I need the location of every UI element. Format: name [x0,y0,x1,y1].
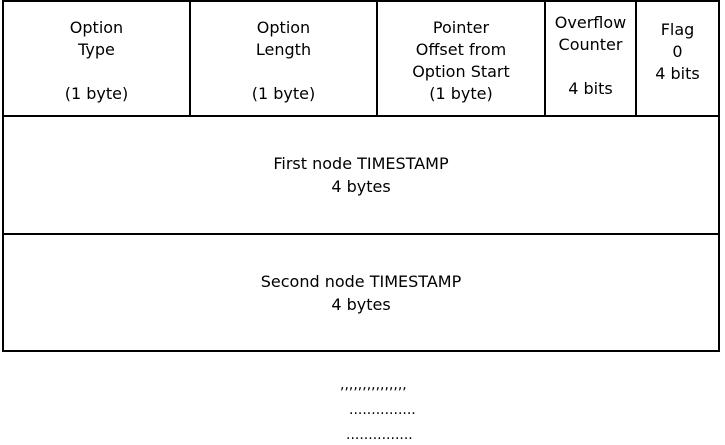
pointer-line2: Offset from [415,40,507,59]
option-length-line2: Length [255,40,312,59]
overflow-counter-cell: Overflow Counter 4 bits [546,2,637,115]
flag-cell: Flag 0 4 bits [637,2,718,115]
pointer-size: (1 byte) [429,84,493,103]
first-timestamp-row: First node TIMESTAMP 4 bytes [4,117,718,235]
second-timestamp-row: Second node TIMESTAMP 4 bytes [4,235,718,350]
continuation-dots-1: ,,,,,,,,,,,,,,, [340,377,407,393]
option-header-row: Option Type (1 byte) Option Length (1 by… [4,2,718,117]
second-timestamp-size: 4 bytes [331,294,391,314]
option-length-cell: Option Length (1 byte) [191,2,378,115]
first-timestamp-size: 4 bytes [331,177,391,196]
flag-line2: 0 [672,42,683,61]
first-timestamp-label: First node TIMESTAMP [273,154,449,173]
option-length-size: (1 byte) [251,84,316,103]
overflow-size: 4 bits [568,79,613,98]
overflow-line2: Counter [558,35,623,54]
overflow-line1: Overflow [554,13,627,32]
option-type-line2: Type [78,40,115,59]
pointer-cell: Pointer Offset from Option Start (1 byte… [378,2,546,115]
option-type-line1: Option [69,18,124,37]
continuation-dots-2: ............... [349,402,416,418]
option-type-size: (1 byte) [64,84,129,103]
flag-line1: Flag [660,20,695,39]
option-length-line1: Option [256,18,311,37]
pointer-line3: Option Start [412,62,510,81]
second-timestamp-label: Second node TIMESTAMP [260,271,462,291]
flag-size: 4 bits [655,64,700,83]
pointer-line1: Pointer [432,18,490,37]
continuation-dots-3: ............... [346,427,413,443]
option-type-cell: Option Type (1 byte) [4,2,191,115]
ip-timestamp-option-diagram: Option Type (1 byte) Option Length (1 by… [2,0,720,352]
